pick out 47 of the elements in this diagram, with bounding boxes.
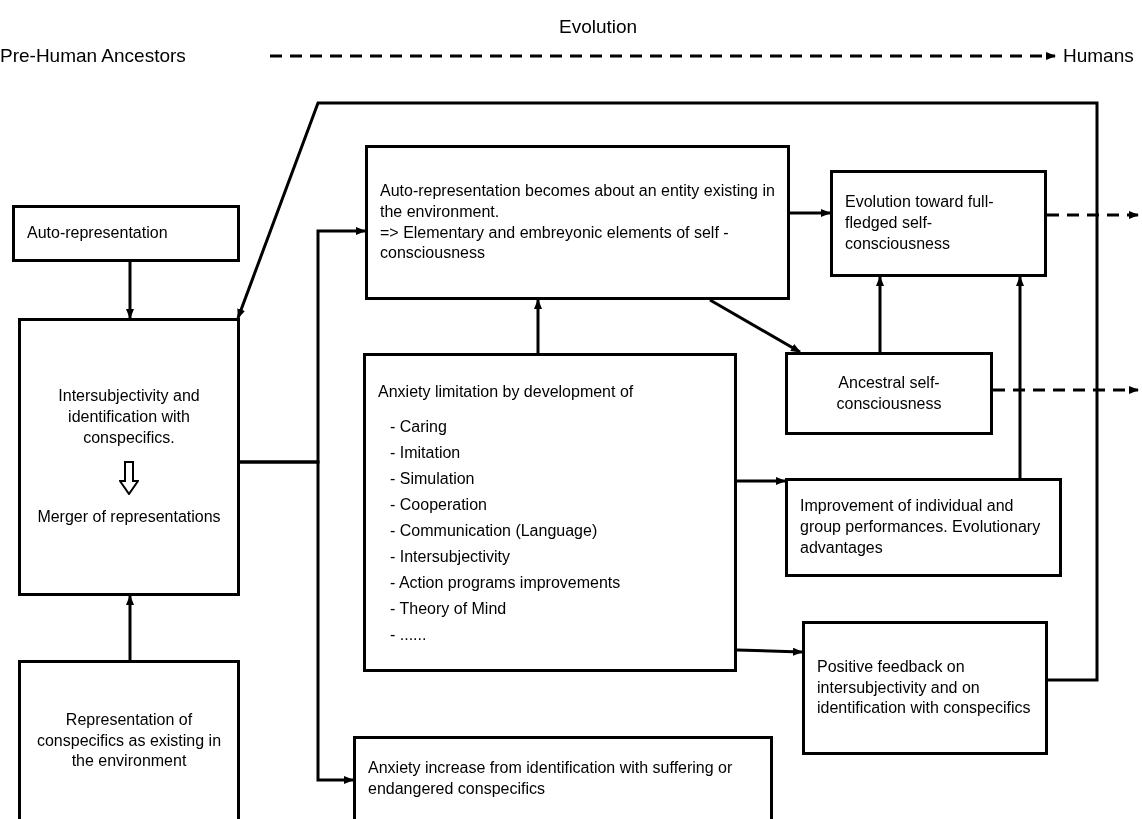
- arrow: [126, 595, 134, 660]
- list-item: - Theory of Mind: [389, 598, 508, 619]
- arrow: [1016, 276, 1024, 478]
- list-item: - Action programs improvements: [389, 572, 622, 593]
- stage-label: Pre-Human Ancestors: [0, 40, 262, 72]
- process-box: [353, 736, 773, 819]
- process-box: [12, 205, 240, 262]
- box-text: Ancestral self-consciousness: [835, 372, 943, 414]
- list-item: - Caring: [389, 416, 448, 437]
- process-box: [802, 621, 1048, 755]
- arrow: [709, 298, 801, 354]
- list-item: - Imitation: [389, 442, 462, 463]
- box-text: Evolution toward full-fledged self-consciousness: [845, 192, 995, 254]
- list-item: - Communication (Language): [389, 520, 599, 541]
- arrow: [790, 209, 831, 217]
- dashed-arrow: [270, 52, 1056, 60]
- box-text: Auto-representation: [27, 223, 169, 244]
- process-box: [18, 660, 240, 819]
- list-item: - Simulation: [389, 468, 476, 489]
- process-box: [785, 478, 1062, 577]
- arrow: [737, 477, 786, 485]
- dashed-arrow: [993, 386, 1139, 394]
- stage-label: Humans: [1063, 40, 1142, 72]
- process-box: [830, 170, 1047, 277]
- box-text: Representation of conspecifics as existing in the environment: [35, 709, 223, 772]
- box-text: Anxiety increase from identification with suffering or endangered conspecifics: [368, 758, 734, 799]
- box-text: Intersubjectivity and identification with conspecifics.: [57, 386, 201, 448]
- arrow: [236, 101, 1099, 682]
- box-text: Positive feedback on intersubjectivity and on identification with conspecifics: [817, 656, 1032, 719]
- box-text: => Elementary and embreyonic elements of self -consciousness: [380, 222, 730, 264]
- list-item: - Intersubjectivity: [389, 546, 512, 567]
- box-text: Auto-representation becomes about an entity existing in the environment.: [380, 180, 775, 222]
- dashed-arrow: [1047, 211, 1139, 219]
- arrow: [736, 647, 803, 656]
- arrow: [876, 276, 884, 352]
- process-box: [785, 352, 993, 435]
- list-item: - ......: [389, 624, 428, 645]
- box-text: Improvement of individual and group performances. Evolutionary advantages: [800, 496, 1042, 558]
- process-box: [363, 353, 737, 672]
- process-box: [365, 145, 790, 300]
- arrow: [126, 262, 134, 319]
- arrow: [240, 460, 354, 784]
- box-text: Anxiety limitation by development of: [378, 381, 635, 402]
- list-item: - Cooperation: [389, 494, 488, 515]
- arrow: [534, 299, 542, 353]
- process-box: [18, 318, 240, 596]
- box-text: Merger of representations: [37, 506, 221, 527]
